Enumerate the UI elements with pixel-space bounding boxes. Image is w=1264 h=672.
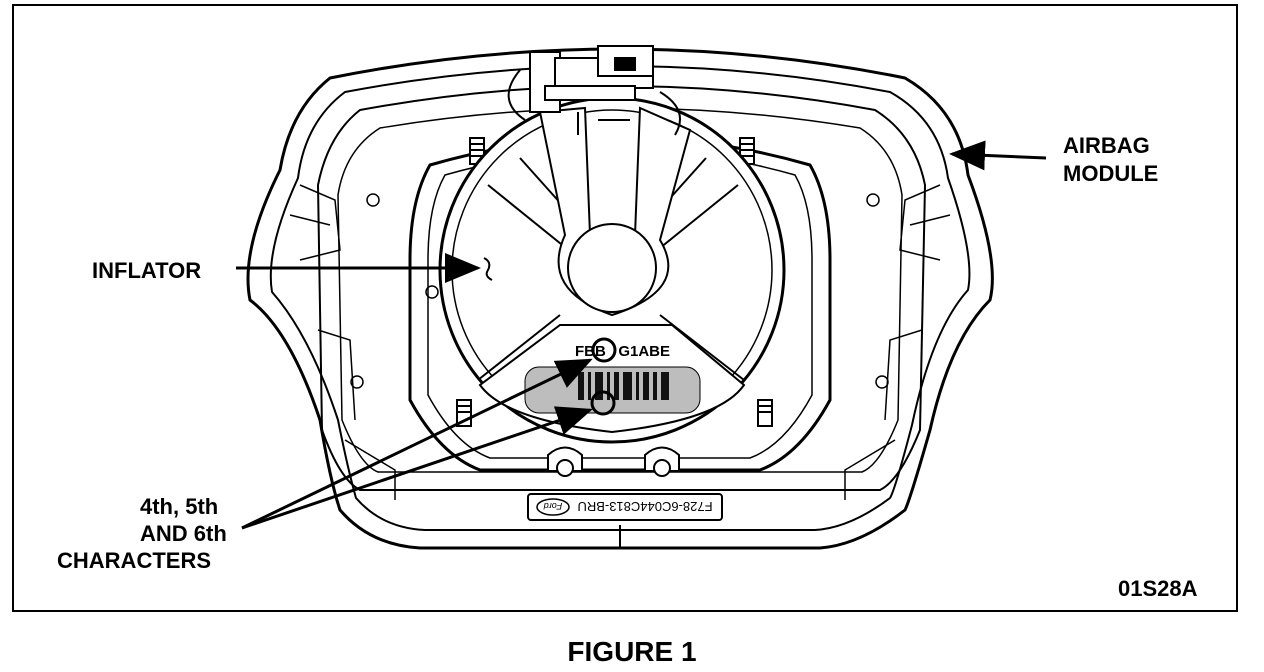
inflator-code-text: FBB G1ABE: [575, 343, 670, 360]
code-highlight-circle: [591, 337, 617, 363]
lower-lugs: [547, 446, 680, 477]
figure-caption: FIGURE 1: [567, 636, 697, 667]
airbag-module-arrow: [949, 140, 1047, 171]
characters-arrow-2: [241, 406, 593, 530]
module-cover-outline: [246, 47, 994, 550]
ford-logo-text: Ford: [543, 501, 563, 511]
inflator-pointer-squiggle: [483, 257, 493, 281]
figure-id-code: 01S28A: [1118, 576, 1198, 601]
characters-label-line2: AND 6th: [140, 521, 227, 546]
characters-label-line1: 4th, 5th: [140, 494, 219, 519]
side-ribs: [289, 184, 951, 500]
characters-arrow-1: [241, 358, 593, 530]
characters-label-line3: CHARACTERS: [57, 548, 211, 573]
module-part-number-text: F728-6C044C813-BRU: [577, 499, 712, 514]
airbag-module-label-line1: AIRBAG: [1063, 133, 1150, 158]
ford-logo: [536, 498, 570, 516]
module-cover-inner-outline: [269, 65, 971, 531]
barcode-highlight-circle: [590, 390, 616, 416]
inflator-hub: [567, 223, 657, 313]
wiring-connector: [507, 45, 681, 136]
part-number-tag: [527, 493, 723, 521]
inflator-label: INFLATOR: [92, 258, 202, 283]
airbag-module-label-line2: MODULE: [1063, 161, 1159, 186]
